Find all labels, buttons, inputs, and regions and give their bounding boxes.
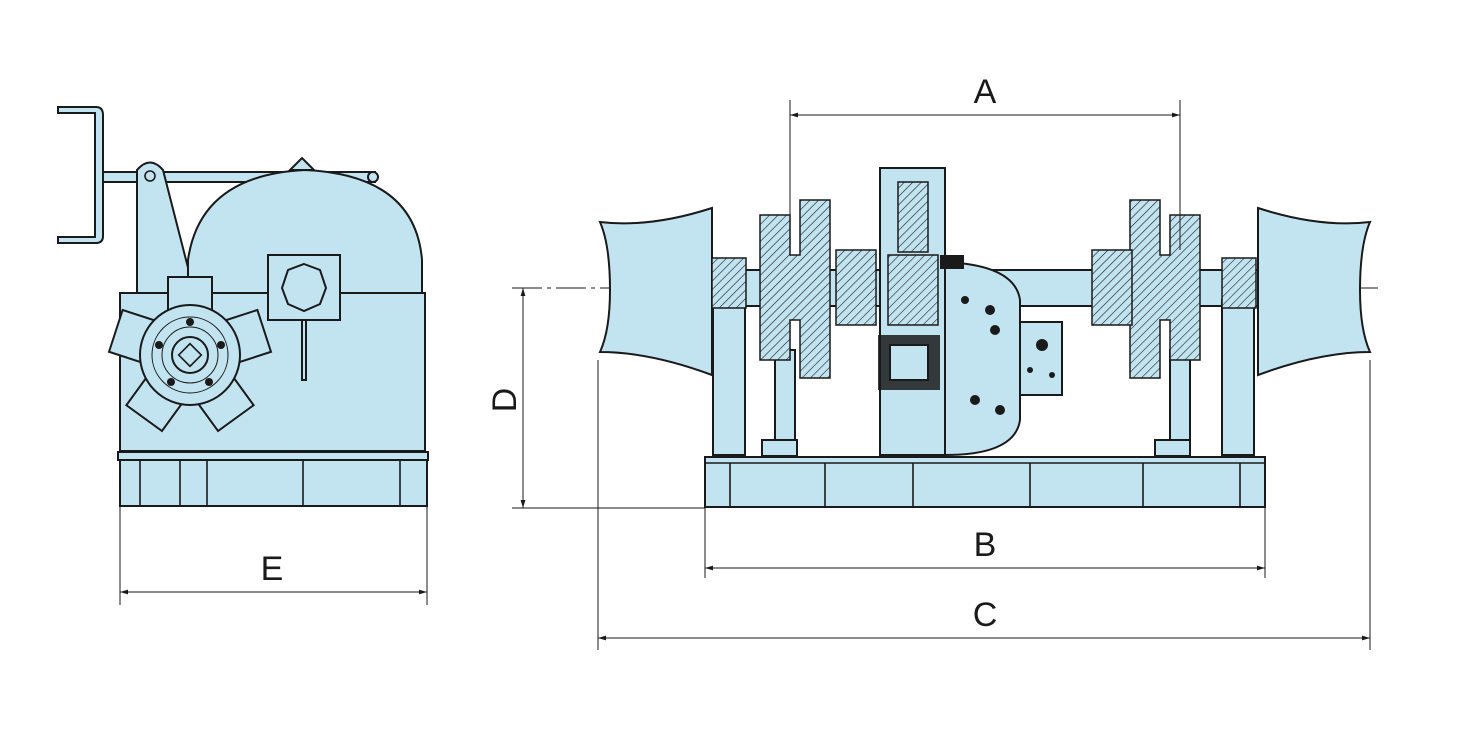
indicator-rod bbox=[301, 319, 307, 381]
side-base-top bbox=[117, 451, 429, 461]
motor-flange bbox=[940, 255, 964, 269]
dimension-c-label: C bbox=[973, 596, 998, 634]
front-view bbox=[512, 167, 1382, 508]
warping-head-left bbox=[598, 206, 713, 377]
foot-right bbox=[1154, 439, 1191, 457]
hex-shaft-end bbox=[280, 262, 328, 313]
gypsy-left bbox=[759, 199, 831, 379]
valve-block bbox=[1019, 321, 1063, 396]
gear bbox=[897, 181, 929, 253]
brake-lever-arm bbox=[136, 161, 197, 296]
dimension-d-label: D bbox=[486, 388, 524, 413]
dimension-b-label: B bbox=[974, 526, 997, 564]
pedestal-right bbox=[1221, 299, 1255, 456]
valve-bolt bbox=[1049, 372, 1055, 378]
motor-bolts bbox=[961, 296, 1005, 415]
bar-nut bbox=[367, 171, 379, 183]
valve-bolt bbox=[1027, 367, 1033, 373]
brake-inner bbox=[889, 344, 929, 381]
hydraulic-motor-side bbox=[107, 276, 273, 433]
hydraulic-motor-front bbox=[944, 260, 1021, 457]
warping-head-right bbox=[1257, 206, 1372, 377]
front-base bbox=[704, 456, 1266, 508]
support-right bbox=[1169, 349, 1191, 446]
pedestal-left bbox=[712, 299, 746, 456]
dimension-e-label: E bbox=[261, 550, 284, 588]
side-view bbox=[57, 106, 429, 507]
clutch-right bbox=[1091, 249, 1133, 326]
dimension-lines bbox=[119, 100, 1371, 650]
side-base bbox=[119, 459, 428, 507]
valve-port bbox=[1036, 339, 1048, 351]
dimension-a-label: A bbox=[974, 73, 997, 111]
gypsy-right bbox=[1129, 199, 1201, 379]
gear-hub bbox=[887, 254, 939, 326]
support-left bbox=[774, 349, 796, 446]
handle bbox=[57, 106, 104, 244]
lift-lug bbox=[287, 156, 317, 171]
pivot-pin bbox=[144, 170, 156, 182]
clutch-left bbox=[835, 249, 877, 326]
side-base-ribs bbox=[139, 460, 401, 506]
bearing-right bbox=[1221, 257, 1257, 309]
foot-left bbox=[761, 439, 798, 457]
front-base-ribs bbox=[705, 462, 1265, 507]
bearing-left bbox=[711, 257, 747, 309]
